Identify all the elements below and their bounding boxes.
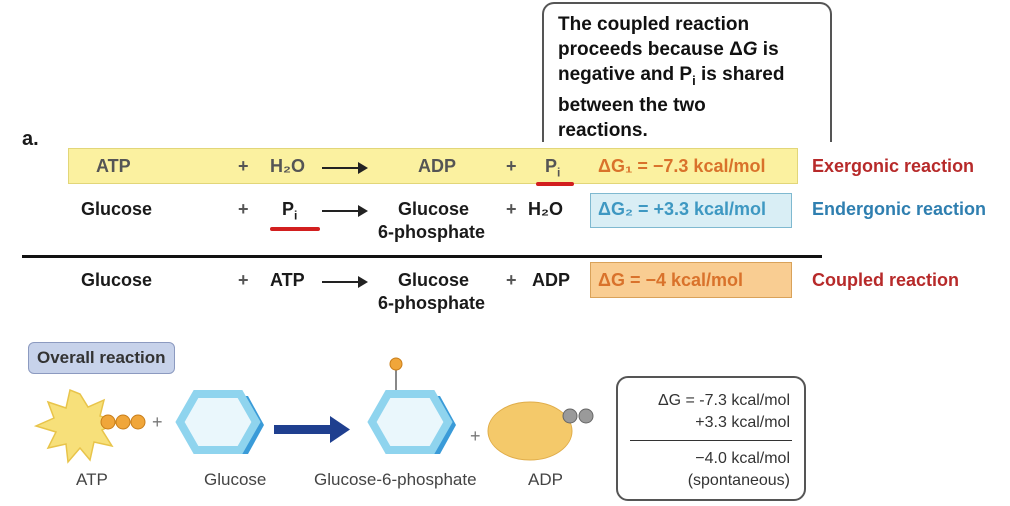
callout-line-2-end: is	[757, 39, 779, 60]
callout-line-3-end: is shared	[695, 64, 785, 85]
endergonic-product-1-line-1: Glucose	[398, 199, 470, 219]
coupled-arrow-icon	[322, 276, 368, 288]
callout-line-3-text: negative and P	[558, 64, 693, 85]
reaction-arrow-icon	[274, 416, 350, 443]
overall-illustration: + +	[33, 357, 594, 464]
callout-line-5: reactions.	[558, 119, 648, 141]
coupled-label: Coupled reaction	[812, 270, 960, 290]
exergonic-plus-1: +	[238, 156, 249, 176]
atp-phosphate-3	[130, 414, 146, 430]
overall-plus-1: +	[152, 412, 163, 432]
endergonic-reactant-2-main: P	[282, 199, 295, 219]
overall-plus-2: +	[470, 426, 481, 446]
caption-glucose: Glucose	[204, 470, 267, 489]
g6p-hexagon-icon	[367, 357, 456, 454]
exergonic-product-2-sub: i	[557, 165, 561, 180]
callout-line-3: negative and Pi is shared	[558, 62, 816, 93]
atp-phosphate-1	[100, 414, 116, 430]
exergonic-reactant-1: ATP	[96, 156, 131, 176]
endergonic-arrow-icon	[322, 205, 368, 217]
summary-line-2: +3.3 kcal/mol	[695, 414, 790, 431]
endergonic-plus-1: +	[238, 199, 249, 219]
coupled-reactant-1: Glucose	[81, 270, 153, 290]
coupled-dg-box	[590, 262, 792, 298]
exergonic-label: Exergonic reaction	[812, 156, 975, 176]
endergonic-dg-box	[590, 193, 792, 228]
coupled-plus-1: +	[238, 270, 249, 290]
delta-g-summary-box: ΔG = -7.3 kcal/mol +3.3 kcal/mol −4.0 kc…	[616, 376, 806, 501]
coupled-product-1-line-1: Glucose	[398, 270, 470, 290]
endergonic-plus-2: +	[506, 199, 517, 219]
endergonic-product-2: H₂O	[528, 199, 563, 219]
coupled-dg: ΔG = −4 kcal/mol	[598, 270, 744, 290]
endergonic-reactant-1: Glucose	[81, 199, 153, 219]
callout-line-3-sub: i	[692, 72, 696, 88]
summary-line-4: (spontaneous)	[687, 472, 790, 489]
caption-g6p: Glucose-6-phosphate	[314, 470, 477, 489]
callout-line-1: The coupled reaction	[558, 14, 750, 35]
coupled-reactant-2: ATP	[270, 270, 305, 290]
endergonic-reactant-2: Pi	[282, 199, 297, 223]
callout-box: The coupled reaction proceeds because ΔG…	[542, 2, 832, 142]
exergonic-arrow-icon	[322, 162, 368, 174]
callout-line-2-g: G	[742, 39, 758, 60]
endergonic-label: Endergonic reaction	[812, 199, 987, 219]
pi-underline-2	[270, 227, 320, 231]
callout-line-4: between the two	[558, 94, 706, 116]
summary-line-3: −4.0 kcal/mol	[695, 450, 790, 467]
callout-line-2-text: proceeds because Δ	[558, 39, 743, 60]
atp-starburst-icon	[33, 388, 146, 464]
overall-reaction-badge: Overall reaction	[28, 342, 175, 374]
exergonic-plus-2: +	[506, 156, 517, 176]
panel-label: a.	[22, 128, 39, 150]
glucose-hexagon-icon	[175, 390, 264, 454]
callout-line-2: proceeds because ΔG is	[558, 37, 816, 62]
exergonic-product-2: Pi	[545, 156, 560, 180]
endergonic-reactant-2-sub: i	[294, 208, 298, 223]
exergonic-product-1: ADP	[418, 156, 457, 176]
exergonic-band	[68, 148, 798, 184]
caption-adp: ADP	[528, 470, 563, 489]
adp-oval-icon	[487, 401, 594, 461]
coupled-product-1-line-2: 6-phosphate	[378, 293, 486, 313]
sum-rule	[22, 255, 822, 258]
coupled-plus-2: +	[506, 270, 517, 290]
summary-line-1: ΔG = -7.3 kcal/mol	[657, 392, 790, 409]
atp-phosphate-2	[115, 414, 131, 430]
endergonic-dg: ΔG₂ = +3.3 kcal/mol	[598, 199, 767, 219]
exergonic-dg: ΔG₁ = −7.3 kcal/mol	[598, 156, 766, 176]
exergonic-reactant-2: H₂O	[270, 156, 305, 176]
caption-atp: ATP	[76, 470, 108, 489]
pi-underline-1	[536, 182, 574, 186]
summary-rule	[630, 440, 792, 441]
coupled-product-2: ADP	[532, 270, 571, 290]
exergonic-product-2-main: P	[545, 156, 558, 176]
endergonic-product-1-line-2: 6-phosphate	[378, 222, 486, 242]
